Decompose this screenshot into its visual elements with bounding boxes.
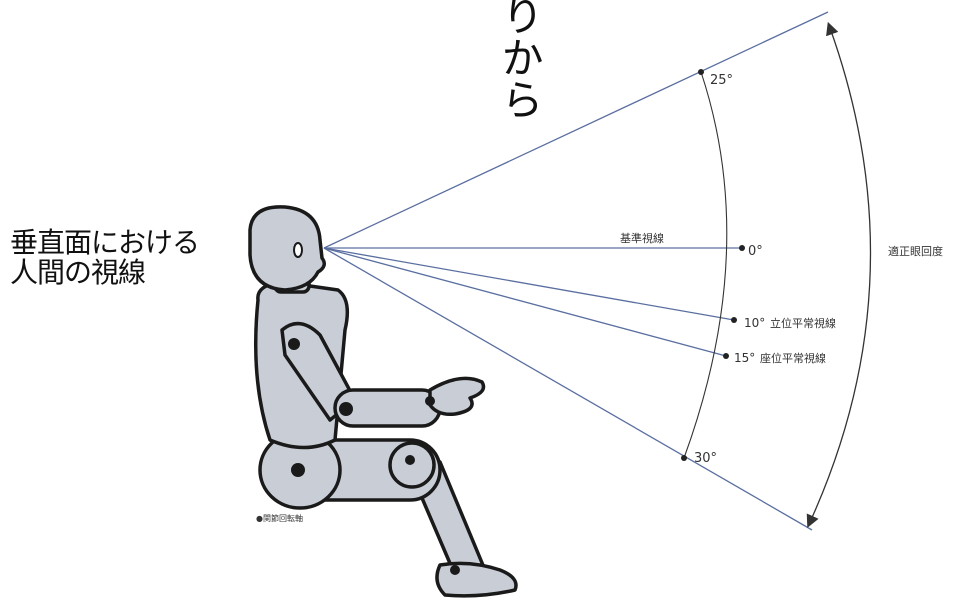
angle-arc xyxy=(683,71,728,459)
lower-limit-line xyxy=(323,247,813,531)
seated-line-label: 座位平常視線 xyxy=(760,351,826,365)
range-arc xyxy=(806,21,872,528)
dot-0 xyxy=(739,245,745,251)
angle-15-label: 15° xyxy=(734,351,755,365)
standing-line xyxy=(323,247,735,321)
sight-lines xyxy=(323,11,829,531)
knee xyxy=(388,441,436,489)
dot-30 xyxy=(681,455,687,461)
eye-icon xyxy=(293,242,303,258)
mannequin-figure xyxy=(248,205,518,598)
vertical-heading: りから xyxy=(495,0,544,120)
joint-markers xyxy=(288,338,460,575)
joint-legend: ●関節回転軸 xyxy=(256,513,303,523)
head xyxy=(248,205,326,292)
reference-line-label: 基準視線 xyxy=(620,231,664,245)
angle-25-label: 25° xyxy=(710,73,733,88)
upper-limit-line xyxy=(323,11,829,249)
angle-30-label: 30° xyxy=(694,451,717,466)
standing-line-label: 立位平常視線 xyxy=(770,316,836,330)
wrist-joint xyxy=(425,396,435,406)
shoulder-joint xyxy=(288,338,300,350)
knee-joint xyxy=(405,455,415,465)
elbow-joint xyxy=(339,402,353,416)
dot-25 xyxy=(698,69,704,75)
seated-line xyxy=(323,247,727,357)
caption-line-2: 人間の視線 xyxy=(10,256,146,289)
dot-10 xyxy=(731,317,737,323)
foot xyxy=(435,561,518,598)
hip-joint xyxy=(291,463,305,477)
ankle-joint xyxy=(450,565,460,575)
angle-dots xyxy=(681,69,745,461)
hand xyxy=(428,376,486,417)
dot-15 xyxy=(723,353,729,359)
angle-0-label: 0° xyxy=(748,244,763,259)
range-label: 適正眼回度 xyxy=(888,244,943,258)
diagram-caption: 垂直面における 人間の視線 xyxy=(10,226,200,289)
caption-line-1: 垂直面における xyxy=(10,226,200,259)
angle-10-label: 10° xyxy=(744,316,765,330)
